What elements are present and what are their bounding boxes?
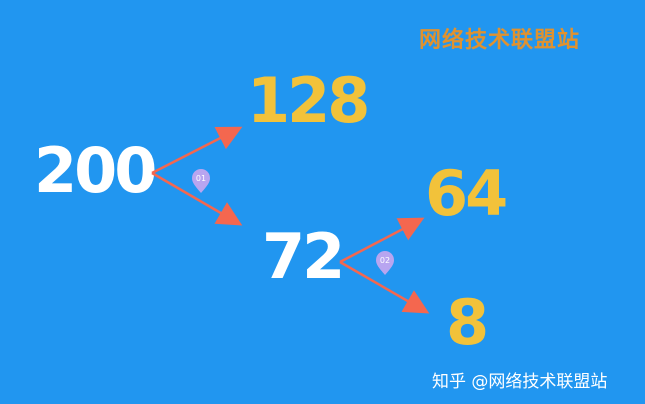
node-128: 128 — [247, 64, 370, 137]
node-200: 200 — [34, 134, 157, 207]
step-01-label: 01 — [196, 174, 206, 183]
step-02-label: 02 — [380, 256, 390, 265]
step-02-pin-icon: 02 — [376, 251, 394, 275]
node-72: 72 — [262, 220, 345, 293]
step-01-pin-icon: 01 — [192, 169, 210, 193]
arrow-72-to-8 — [339, 260, 430, 314]
arrow-200-to-72 — [151, 171, 243, 226]
node-64: 64 — [425, 157, 508, 230]
node-8: 8 — [446, 286, 489, 359]
arrow-200-to-128 — [151, 126, 243, 175]
brand-title: 网络技术联盟站 — [419, 28, 581, 53]
watermark-text: 知乎 @网络技术联盟站 — [432, 372, 608, 392]
arrow-72-to-64 — [339, 217, 425, 264]
